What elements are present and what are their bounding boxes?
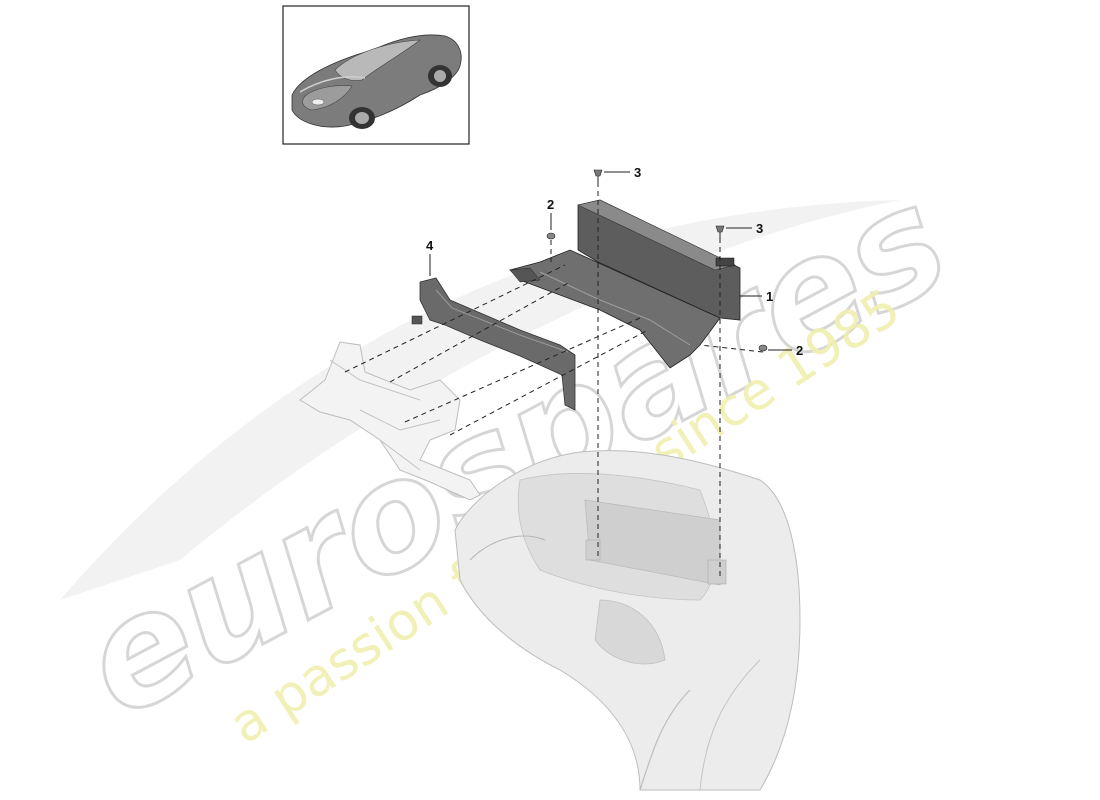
- watermark: eurospares a passion for parts since 198…: [54, 151, 976, 756]
- leader-lines: [429, 171, 792, 351]
- fasteners: [546, 169, 768, 352]
- part-4-bracket: [411, 277, 576, 411]
- watermark-swoosh: [60, 200, 900, 600]
- part-1-luggage-panel: [509, 199, 741, 369]
- clip-icon: [758, 344, 768, 352]
- screw-icon: [715, 225, 725, 238]
- callout-4: 4: [426, 238, 434, 253]
- watermark-brand: eurospares: [55, 153, 974, 752]
- screw-icon: [593, 169, 603, 182]
- clip-icon: [546, 232, 556, 240]
- front-body-structure: [454, 450, 801, 791]
- callout-2: 2: [796, 343, 803, 358]
- callout-3: 3: [634, 165, 641, 180]
- car-thumbnail: [282, 5, 470, 145]
- callouts: 3 2 3 4 1 2: [426, 165, 803, 358]
- cross-member-frame: [299, 341, 481, 501]
- callout-1: 1: [766, 289, 773, 304]
- callout-2: 2: [547, 197, 554, 212]
- car-thumbnail-icon: [291, 34, 462, 129]
- callout-3: 3: [756, 221, 763, 236]
- assembly-lines: [344, 182, 764, 580]
